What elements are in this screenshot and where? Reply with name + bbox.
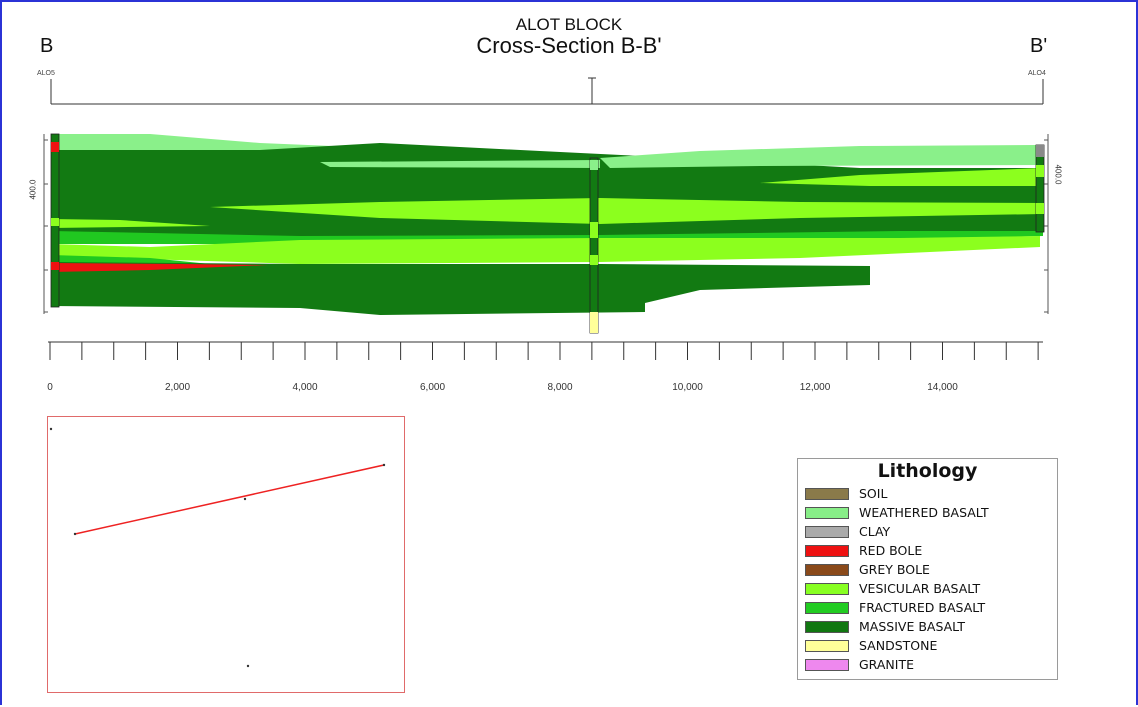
well-log-left — [50, 133, 60, 308]
legend-item-label: MASSIVE BASALT — [859, 619, 966, 634]
well-point — [243, 497, 247, 501]
legend-swatch — [805, 487, 849, 500]
location-map-svg — [49, 427, 386, 668]
weathered-basalt-top-layer — [51, 134, 380, 150]
well-log-middle — [589, 157, 599, 334]
legend-item: VESICULAR BASALT — [798, 579, 1057, 598]
legend-item: CLAY — [798, 522, 1057, 541]
well-label-left: ALO5 — [37, 70, 55, 77]
legend-swatch — [805, 620, 849, 633]
well-point — [73, 532, 77, 536]
vesicular-basalt-lower-layer — [51, 236, 1040, 264]
legend-item-label: FRACTURED BASALT — [859, 600, 986, 615]
axis-tick-label: 8,000 — [547, 382, 572, 393]
legend-item-label: GRANITE — [859, 657, 914, 672]
location-map — [47, 416, 405, 693]
elevation-ticks — [43, 134, 1049, 314]
legend-swatch — [805, 658, 849, 671]
vesicular-basalt-left-lens — [51, 219, 210, 228]
legend-list: SOIL WEATHERED BASALT CLAY RED BOLE GREY BOL… — [798, 484, 1057, 674]
legend-item: RED BOLE — [798, 541, 1057, 560]
section-start-label: B — [40, 35, 54, 57]
legend-item-label: WEATHERED BASALT — [859, 505, 989, 520]
axis-tick-label: 4,000 — [292, 382, 317, 393]
legend-item: GREY BOLE — [798, 560, 1057, 579]
legend-item: MASSIVE BASALT — [798, 617, 1057, 636]
legend-swatch — [805, 639, 849, 652]
well-bracket — [50, 77, 1044, 105]
axis-tick-label: 10,000 — [672, 382, 703, 393]
well-log-right — [1035, 144, 1045, 233]
section-line — [74, 464, 385, 535]
legend-item-label: GREY BOLE — [859, 562, 930, 577]
massive-basalt-lower-body — [51, 262, 870, 315]
legend-swatch — [805, 506, 849, 519]
distance-axis — [48, 341, 1043, 360]
axis-tick-label: 0 — [47, 382, 53, 393]
legend-item: GRANITE — [798, 655, 1057, 674]
legend-item-label: RED BOLE — [859, 543, 923, 558]
legend-swatch — [805, 563, 849, 576]
legend-swatch — [805, 525, 849, 538]
legend-item: FRACTURED BASALT — [798, 598, 1057, 617]
vesicular-basalt-mid-lens — [210, 198, 1043, 224]
legend-item-label: SOIL — [859, 486, 888, 501]
legend-swatch — [805, 544, 849, 557]
red-bole-lens — [51, 263, 268, 272]
well-point — [49, 427, 53, 431]
weathered-basalt-right-lens — [600, 145, 1036, 168]
axis-tick-label: 14,000 — [927, 382, 958, 393]
legend-swatch — [805, 601, 849, 614]
legend-item: WEATHERED BASALT — [798, 503, 1057, 522]
block-title: ALOT BLOCK — [515, 15, 623, 34]
well-point — [382, 463, 386, 467]
axis-tick-label: 12,000 — [800, 382, 831, 393]
section-title: Cross-Section B-B' — [476, 33, 662, 58]
well-label-right: ALO4 — [1028, 70, 1046, 77]
axis-tick-label: 2,000 — [165, 382, 190, 393]
legend-item: SOIL — [798, 484, 1057, 503]
legend-swatch — [805, 582, 849, 595]
legend-item-label: CLAY — [859, 524, 891, 539]
vesicular-basalt-right-wedge — [760, 168, 1043, 186]
section-end-label: B' — [1030, 35, 1048, 57]
legend-title: Lithology — [877, 460, 978, 482]
fractured-basalt-left-thin — [51, 255, 210, 264]
legend-item-label: SANDSTONE — [859, 638, 938, 653]
strata — [51, 134, 1043, 315]
distance-axis-labels: 0 2,000 4,000 6,000 8,000 10,000 12,000 14,000 — [47, 382, 958, 393]
weathered-basalt-mid-lens — [320, 160, 600, 168]
well-point — [246, 664, 250, 668]
axis-tick-label: 6,000 — [420, 382, 445, 393]
lithology-legend: Lithology SOIL WEATHERED BASALT CLAY RED BO… — [797, 458, 1058, 680]
legend-item-label: VESICULAR BASALT — [859, 581, 981, 596]
legend-item: SANDSTONE — [798, 636, 1057, 655]
